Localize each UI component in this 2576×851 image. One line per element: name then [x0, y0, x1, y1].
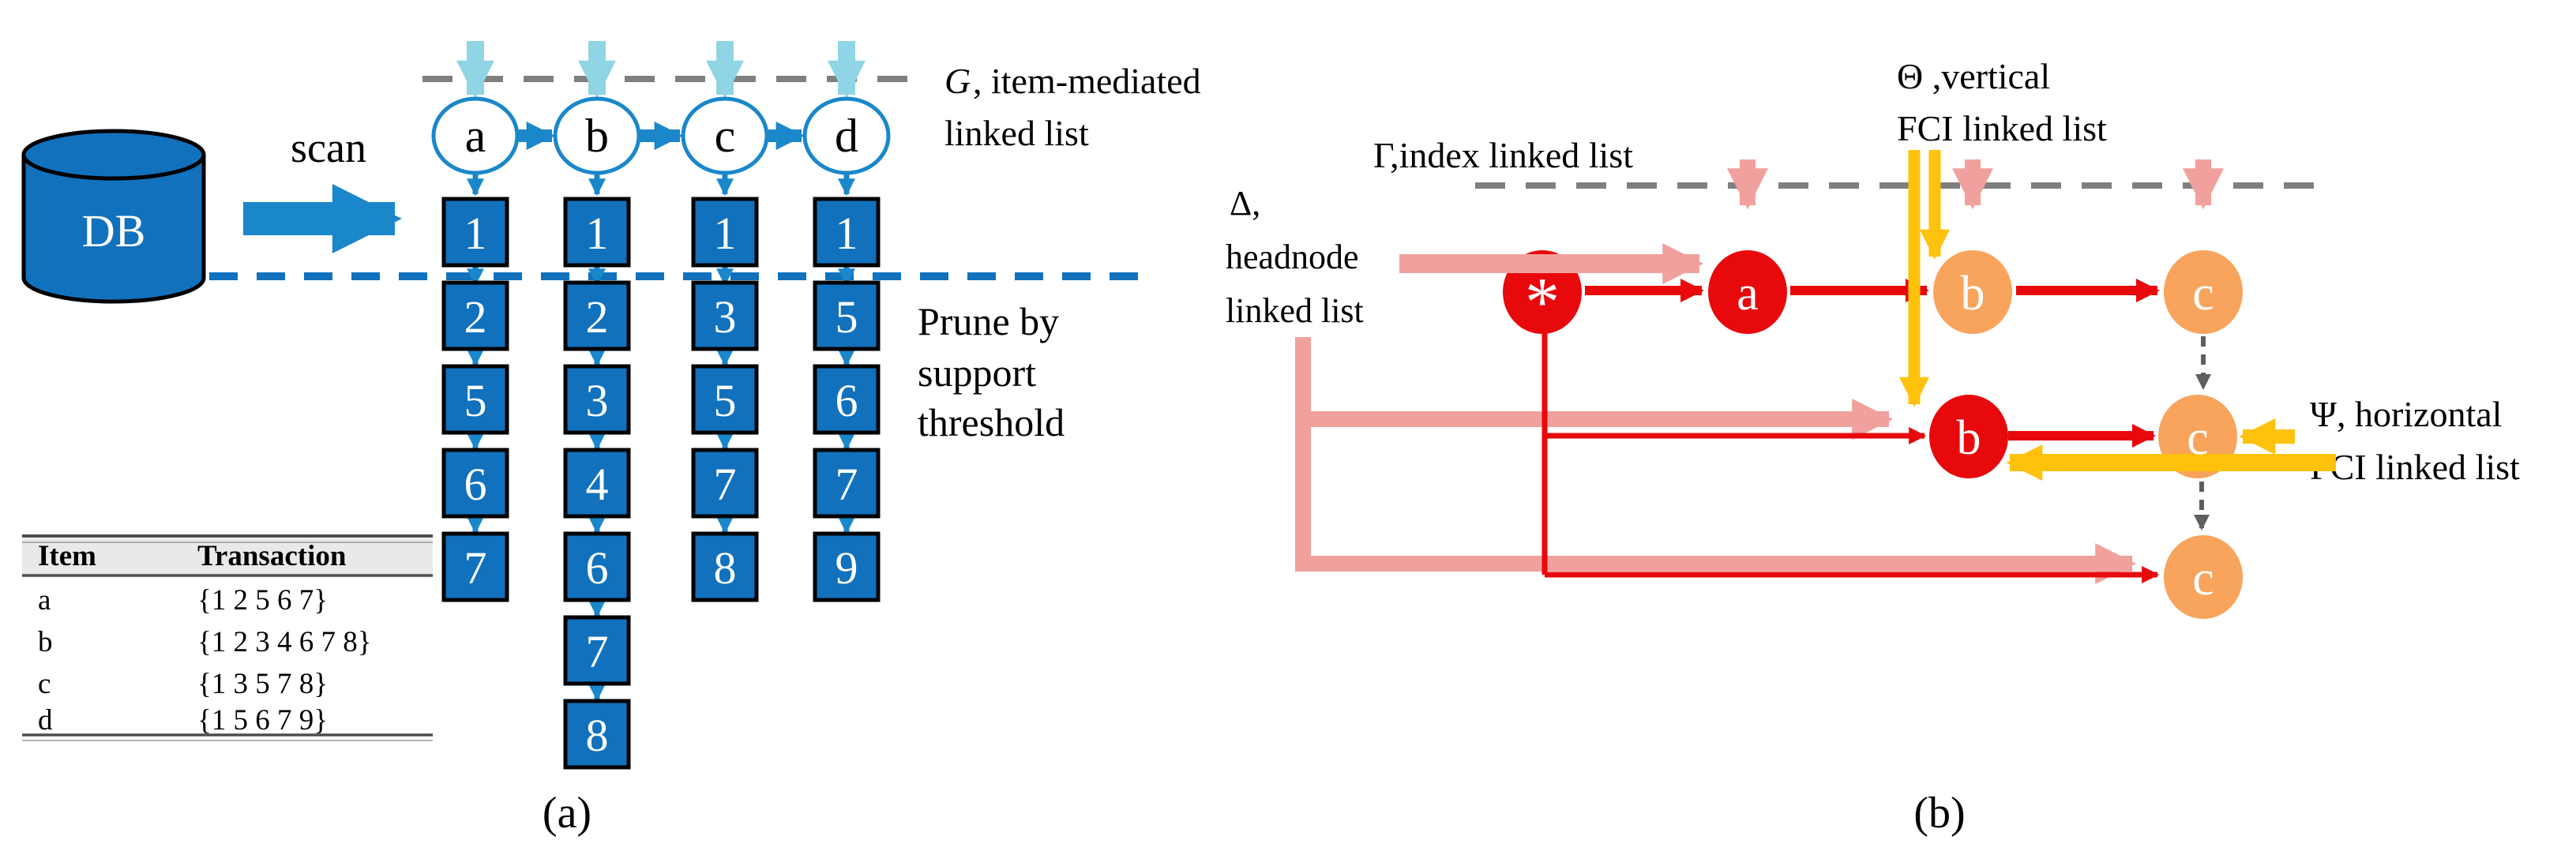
table-cell-item: d [38, 704, 53, 737]
node-c3-label: c [2192, 552, 2214, 605]
horizontal-fci-label-line2: FCI linked list [2310, 447, 2520, 487]
node-b2-circle [1929, 395, 2008, 478]
tid-value: 7 [464, 542, 487, 594]
tid-link-arrows [467, 174, 855, 702]
panel-a: G , item-mediated linked list DB scan [21, 41, 1201, 838]
node-a-circle [1708, 250, 1787, 334]
tid-value: 8 [586, 710, 609, 761]
node-a-label: a [465, 110, 486, 162]
index-pointer-arrow-icons [456, 41, 866, 99]
tid-value: 9 [836, 542, 858, 594]
tid-value: 2 [586, 291, 609, 343]
node-c3-circle [2164, 535, 2243, 619]
tid-value: 4 [586, 459, 609, 510]
prune-label-line1: Prune by [918, 299, 1059, 343]
tid-value: 7 [714, 459, 737, 510]
item-nodes: a b c d [431, 96, 891, 175]
node-b-circle [553, 96, 641, 175]
scan-label: scan [291, 124, 366, 171]
table-cell-transaction: {1 2 5 6 7} [197, 584, 328, 617]
tid-value: 1 [586, 208, 609, 259]
tid-value: 6 [836, 375, 858, 426]
tid-value: 7 [836, 459, 858, 510]
table-header-row [22, 538, 433, 575]
horizontal-fci-label-line1: Ψ, horizontal [2310, 394, 2502, 434]
tid-square-numbers: 1 2 5 6 7 1 2 3 4 6 7 8 1 3 5 7 8 1 5 6 … [464, 208, 858, 761]
tid-value: 8 [714, 542, 737, 594]
node-a-label: a [1737, 267, 1759, 321]
tid-value: 1 [464, 208, 487, 259]
vertical-fci-label-line2: FCI linked list [1897, 108, 2107, 148]
index-pointer-arrow-icons [1727, 159, 2224, 210]
node-a-circle [431, 96, 520, 175]
tid-value: 2 [464, 291, 487, 343]
node-b-label: b [585, 110, 609, 162]
tid-value: 6 [464, 459, 487, 510]
c-chain-dashed-arrows [2194, 336, 2211, 530]
table-cell-item: b [38, 626, 53, 658]
node-star-label: * [1525, 264, 1560, 341]
headnode-label-line1: Δ, [1230, 184, 1260, 223]
table-header-item: Item [38, 540, 96, 572]
transaction-table: Item Transaction a {1 2 5 6 7} b {1 2 3 … [22, 534, 433, 741]
node-c1-label: c [2192, 267, 2214, 321]
tid-value: 5 [464, 375, 487, 426]
tid-value: 3 [714, 291, 737, 343]
tid-value: 3 [586, 375, 609, 426]
panel-b: Θ ,vertical FCI linked list Γ,index link… [1226, 56, 2520, 838]
table-cell-transaction: {1 2 3 4 6 7 8} [197, 626, 372, 658]
table-cell-transaction: {1 3 5 7 8} [197, 668, 328, 700]
table-header-transaction: Transaction [197, 540, 347, 572]
headnode-label-line2: headnode [1226, 238, 1359, 276]
tid-value: 1 [836, 208, 858, 259]
tid-value: 1 [714, 208, 737, 259]
tid-squares [441, 197, 881, 770]
node-c-label: c [715, 110, 736, 162]
node-b1-label: b [1961, 267, 1985, 321]
node-c1-circle [2164, 250, 2243, 334]
g-list-label: , item-mediated [973, 61, 1201, 101]
node-c2-label: c [2187, 411, 2209, 465]
g-list-label-line2: linked list [944, 113, 1089, 153]
node-d-circle [802, 96, 891, 175]
db-label: DB [82, 205, 146, 257]
fci-node-labels: * a b c b c c [1525, 264, 2214, 605]
table-rows: a {1 2 5 6 7} b {1 2 3 4 6 7 8} c {1 3 5… [38, 584, 372, 737]
node-d-label: d [835, 110, 858, 162]
prune-label-line2: support [918, 351, 1036, 395]
panel-b-caption: (b) [1913, 789, 1965, 838]
table-cell-transaction: {1 5 6 7 9} [197, 704, 328, 737]
headnode-label-line3: linked list [1226, 291, 1364, 330]
node-b1-circle [1933, 250, 2012, 334]
star-link-lines [1541, 333, 2160, 583]
node-c-circle [681, 96, 769, 175]
vertical-fci-label-line1: Θ ,vertical [1897, 56, 2050, 96]
tid-value: 6 [586, 542, 609, 594]
node-b2-label: b [1957, 411, 1981, 465]
panel-a-caption: (a) [543, 789, 591, 838]
g-list-symbol: G [944, 61, 971, 101]
table-cell-item: c [38, 668, 51, 700]
table-cell-item: a [38, 584, 51, 617]
tid-value: 7 [586, 626, 609, 677]
tid-value: 5 [836, 291, 858, 343]
headnode-link-lines [1295, 337, 2137, 584]
index-list-label: Γ,index linked list [1373, 135, 1633, 175]
db-cylinder-icon: DB [21, 129, 206, 304]
prune-label-line3: threshold [918, 400, 1065, 444]
tid-value: 5 [714, 375, 737, 426]
